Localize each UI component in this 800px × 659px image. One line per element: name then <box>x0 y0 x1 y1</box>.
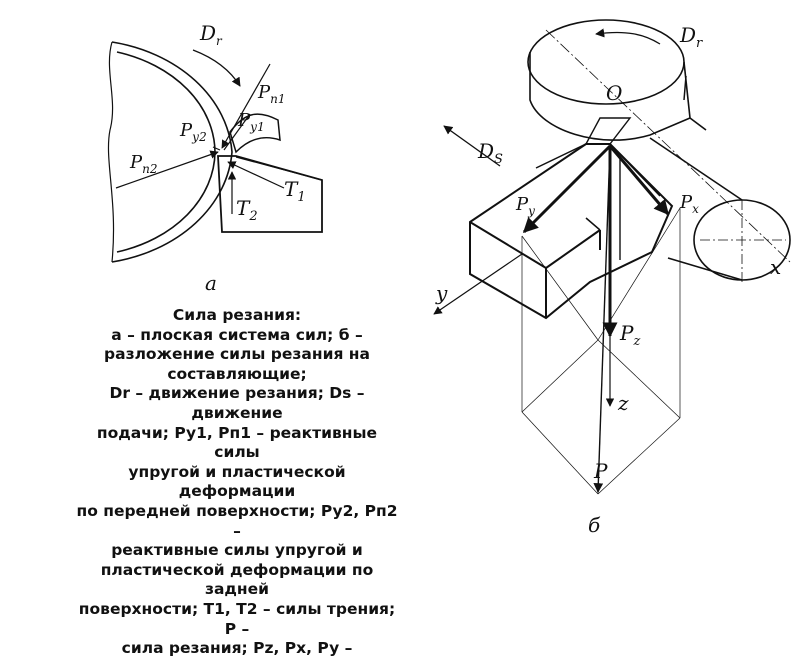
panel-label-b: б <box>588 513 601 537</box>
pp2-force-line <box>115 150 219 189</box>
label-py1: Pу1 <box>237 110 265 134</box>
caption-line: реактивные силы упругой и <box>111 541 363 560</box>
label-z-axis: z <box>617 391 629 415</box>
caption-line: пластической деформации по задней <box>100 560 374 599</box>
label-t2: T2 <box>236 196 258 224</box>
label-o: O <box>606 81 622 105</box>
workpiece-outer-arc <box>111 41 233 263</box>
label-p: P <box>593 459 608 483</box>
ds-feed-arrow <box>443 125 501 167</box>
label-py2: Pу2 <box>179 120 207 144</box>
cutting-tool <box>217 155 323 233</box>
label-y-axis: y <box>435 281 448 305</box>
label-ds: DS <box>477 139 503 167</box>
figure-a <box>107 41 323 263</box>
caption-line: Dr – движение резания; Ds – движение <box>109 384 365 422</box>
caption-title: Сила резания: <box>172 306 302 324</box>
label-t1: T1 <box>284 177 306 205</box>
caption-line: по передней поверхности; Py2, Pп2 – <box>76 501 398 540</box>
x-axis-line <box>545 29 791 263</box>
figure-b-labels: Dr O DS Py Px Pz P x y z б <box>435 23 781 537</box>
caption-line: упругой и пластической деформации <box>128 462 346 501</box>
label-dr-b: Dr <box>679 23 703 51</box>
px-force-arrow <box>608 145 670 216</box>
py2-force-line <box>212 146 221 151</box>
caption-line: составляющие; <box>167 364 307 383</box>
figure-b <box>433 19 791 495</box>
py-force-arrow <box>522 144 612 234</box>
label-pz: Pz <box>619 321 640 349</box>
t1-force-line <box>227 161 285 189</box>
figure-caption: Сила резания: а – плоская система сил; б… <box>72 306 402 659</box>
workpiece-break-line <box>107 41 115 263</box>
pp1-force-line <box>221 63 271 149</box>
figure-a-labels: Dr Pп1 Pу2 Pу1 Pп2 T1 T2 а <box>129 21 306 295</box>
label-px: Px <box>679 192 699 216</box>
workpiece-body <box>529 52 691 141</box>
caption-line: поверхности; T1, T2 – силы трения; P – <box>78 599 396 638</box>
dr-rotation-arrow-b <box>595 28 661 45</box>
dr-rotation-arrow <box>192 49 241 87</box>
projection-lines <box>521 143 681 495</box>
y-axis-arrow <box>433 253 523 315</box>
caption-line: сила резания; Pz, Px, Py – <box>121 639 353 658</box>
label-pp2: Pп2 <box>129 152 158 176</box>
py1-force-line <box>223 113 251 151</box>
tool-block <box>469 143 674 320</box>
label-pp1: Pп1 <box>257 82 286 106</box>
diagram-canvas: Dr Pп1 Pу2 Pу1 Pп2 T1 T2 а <box>107 19 791 537</box>
label-x-axis: x <box>770 255 781 279</box>
chip <box>229 113 281 154</box>
caption-line: разложение силы резания на <box>104 345 370 364</box>
label-py: Py <box>515 194 535 218</box>
caption-line: подачи; Py1, Pп1 – реактивные силы <box>96 423 378 462</box>
caption-line: а – плоская система сил; б – <box>111 325 363 344</box>
p-resultant-arrow <box>593 145 611 493</box>
label-dr-a: Dr <box>199 21 223 48</box>
panel-label-a: а <box>205 271 217 295</box>
